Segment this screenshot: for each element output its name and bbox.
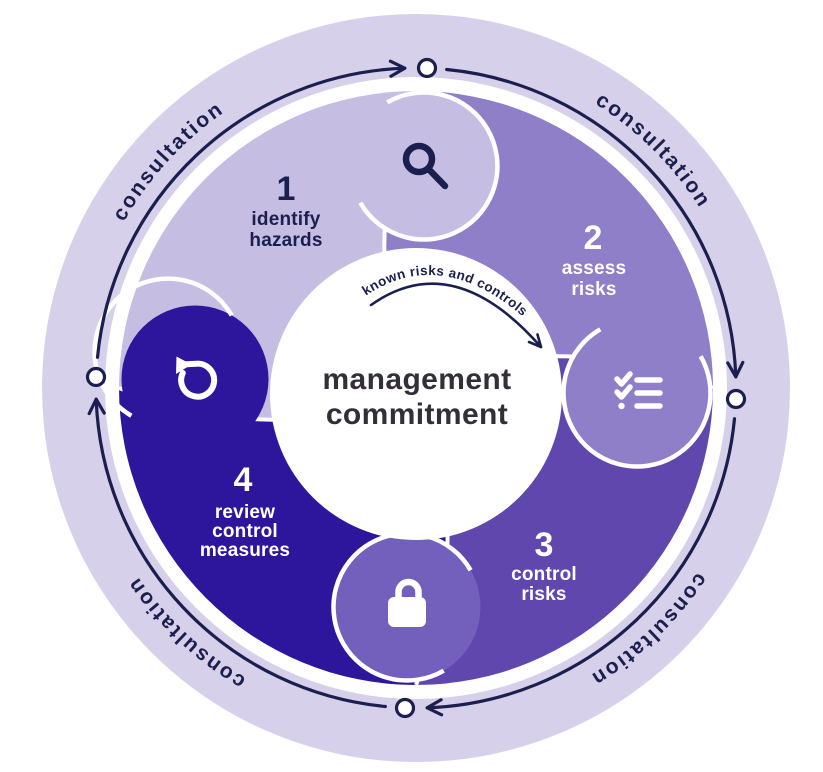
arc-node-bottom: [394, 697, 416, 719]
arrow-arc-bottom-right: [425, 417, 737, 710]
arrowhead-bottom: [425, 698, 444, 717]
step-4-line-3: measures: [200, 540, 290, 561]
center-title-group: management commitment: [322, 363, 511, 431]
center-title-line-1: management: [322, 363, 511, 396]
lock-icon: [388, 578, 426, 627]
step-1-number: 1: [277, 170, 296, 208]
step-2-lobe-outline: [561, 327, 713, 469]
step-4-number: 4: [234, 461, 253, 499]
step-2-line-1: assess: [562, 258, 627, 279]
step-4-line-2: control: [212, 521, 278, 542]
step-3-line-2: risks: [521, 584, 566, 605]
arrowhead-left: [87, 397, 106, 416]
center-arc-line: [369, 282, 543, 349]
step-4-line-1: review: [215, 502, 275, 523]
step-1-lobe-outline: [358, 90, 500, 242]
step-4-lobe: [121, 305, 269, 453]
step-2-label: 2 assess risks: [562, 219, 627, 300]
step-1-line-1: identify: [251, 209, 320, 230]
arrow-arc-top-right: [445, 67, 738, 379]
step-1-label: 1 identify hazards: [249, 170, 322, 251]
reset-arrow-icon: [176, 356, 218, 400]
magnifier-icon: [402, 142, 449, 190]
arc-node-right: [725, 388, 747, 410]
step-3-label: 3 control risks: [511, 526, 577, 605]
step-3-number: 3: [535, 526, 554, 564]
arrowhead-right: [726, 360, 745, 379]
arc-node-top: [416, 57, 438, 79]
step-2-number: 2: [584, 219, 603, 257]
step-4-lobe-outline: [92, 276, 234, 418]
arc-node-left: [85, 366, 107, 388]
center-circle: [270, 248, 562, 540]
arrowhead-top: [388, 59, 407, 78]
center-title-line-2: commitment: [326, 398, 508, 431]
arrow-arc-bottom-left: [94, 397, 387, 709]
step-2-line-2: risks: [571, 279, 616, 300]
checklist-icon: [614, 371, 663, 410]
center-arc-arrowhead: [527, 333, 543, 349]
step-1-line-2: hazards: [249, 230, 322, 251]
step-4-label: 4 review control measures: [200, 461, 290, 561]
step-3-line-1: control: [511, 564, 577, 585]
arrow-arc-top-left: [95, 66, 407, 359]
step-1-lobe: [350, 92, 498, 240]
cycle-arrows: [85, 57, 747, 719]
